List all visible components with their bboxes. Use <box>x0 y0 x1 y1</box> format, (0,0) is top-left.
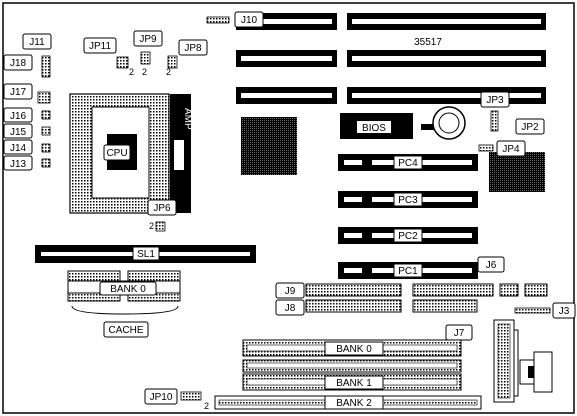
jp8-jumper <box>167 55 178 69</box>
pci-slot-label: PC4 <box>398 158 418 169</box>
j15-label: J15 <box>10 127 27 138</box>
jp10-pin-mark: 2 <box>204 401 209 411</box>
j8-label: J8 <box>285 303 296 314</box>
j8-connector <box>305 299 402 313</box>
jp6-label: JP6 <box>153 203 171 214</box>
jp11-jumper <box>116 56 129 69</box>
j17-label: J17 <box>10 87 27 98</box>
right-chip <box>489 152 545 192</box>
cache-bank: BANK 0 <box>67 270 181 315</box>
jp8-label: JP8 <box>184 43 202 54</box>
simm-bank-label: BANK 1 <box>336 378 372 389</box>
j9-connector <box>305 283 402 297</box>
j6-connector <box>412 283 494 297</box>
simm-bank-label: BANK 0 <box>336 344 372 355</box>
jp2-label: JP2 <box>521 122 539 133</box>
simm-bank-label: BANK 2 <box>336 398 372 409</box>
jp11-label: JP11 <box>89 41 111 52</box>
pci-slot-label: PC2 <box>398 231 418 242</box>
j10-connector <box>206 16 230 24</box>
jp9-pin-mark: 2 <box>142 67 147 77</box>
j6-label: J6 <box>486 260 497 271</box>
bios-label: BIOS <box>362 123 386 134</box>
j14-label: J14 <box>10 143 27 154</box>
jp10-jumper <box>180 391 202 401</box>
cpu-label: CPU <box>106 148 127 159</box>
j3-connector <box>514 307 551 314</box>
jp6-pin-mark: 2 <box>149 221 154 231</box>
keyboard-connector <box>519 351 553 393</box>
battery <box>421 106 466 140</box>
jp6-jumper <box>155 221 166 232</box>
j11-label: J11 <box>29 37 45 48</box>
left-headers <box>37 55 51 168</box>
pci-slot-label: PC3 <box>398 195 418 206</box>
j3-label: J3 <box>559 306 570 317</box>
cpu-socket: CPU AMP <box>69 93 193 214</box>
jp9-jumper <box>140 51 151 65</box>
pci-slots: PC4 PC3 PC2 PC1 <box>338 154 478 279</box>
amp-label: AMP <box>182 108 193 130</box>
j7-label: J7 <box>454 328 465 339</box>
jp11-pin-mark: 2 <box>129 67 134 77</box>
power-connector <box>493 319 519 403</box>
small-connector <box>524 283 548 297</box>
simm-banks: BANK 0 BANK 1 BANK 2 <box>214 339 482 410</box>
board-model: 35517 <box>414 37 442 48</box>
j10-label: J10 <box>241 15 258 26</box>
jp4-jumper <box>478 144 494 152</box>
j9-label: J9 <box>285 286 296 297</box>
small-connector <box>499 283 519 297</box>
jp3-jumper <box>490 110 499 132</box>
sl1-label: SL1 <box>137 249 155 260</box>
chipset-chip <box>241 117 297 175</box>
jp4-label: JP4 <box>502 144 520 155</box>
j13-label: J13 <box>10 159 27 170</box>
jp3-label: JP3 <box>486 95 504 106</box>
cache-bank-label: BANK 0 <box>110 284 146 295</box>
isa-slots <box>236 13 546 104</box>
j18-label: J18 <box>10 58 27 69</box>
jp8-pin-mark: 2 <box>166 67 171 77</box>
cache-label: CACHE <box>108 325 143 336</box>
j7-connector <box>412 299 478 313</box>
j16-label: J16 <box>10 111 27 122</box>
pci-slot-label: PC1 <box>398 266 418 277</box>
jp10-label: JP10 <box>150 392 173 403</box>
jp9-label: JP9 <box>139 34 157 45</box>
